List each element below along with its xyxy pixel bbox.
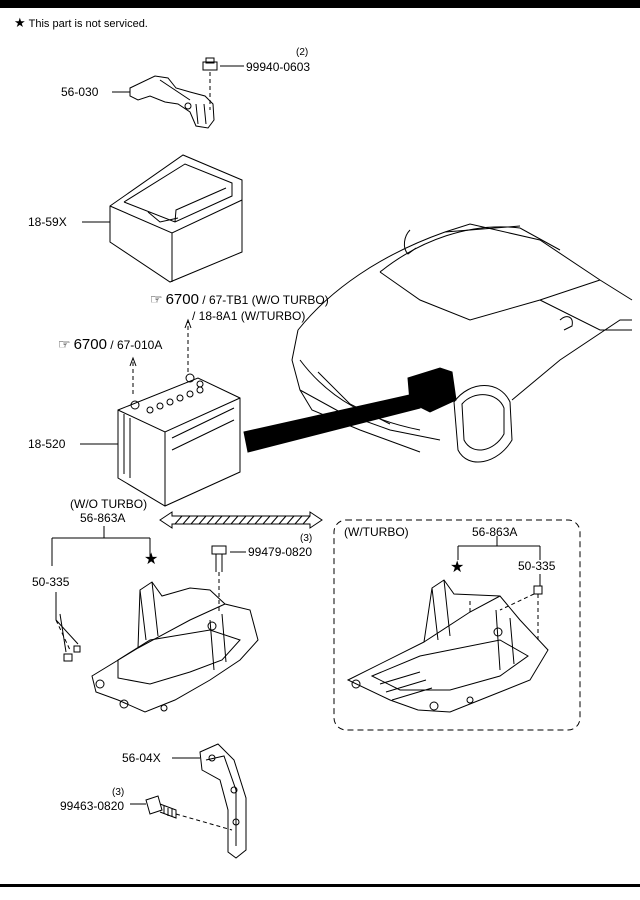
ref2-code: 6700 [73,336,107,353]
ref1-b: / 18-8A1 [192,309,238,323]
star-icon: ★ [14,15,26,30]
label-clip-w: 50-335 [518,559,556,573]
ref1-b-note: (W/TURBO) [240,309,306,323]
legend-note-text: This part is not serviced. [28,18,148,30]
pointing-hand-icon: ☞ [150,291,163,307]
reference-link-1b[interactable]: / 18-8A1 (W/TURBO) [192,310,305,322]
label-bolt-tray-qty: (3) [300,533,313,544]
label-nut: 99940-0603 [246,60,311,74]
battery-cover-drawing [109,154,243,283]
support-bolt-drawing [145,795,233,831]
ref2-a: / 67-010A [110,338,163,352]
label-tray-wo-header: (W/O TURBO) [70,497,148,511]
label-battery-cover: 18-59X [28,215,67,229]
ref1-a: / 67-TB1 [202,293,249,307]
star-icon: ★ [450,559,465,576]
battery-drawing [117,318,241,507]
label-battery: 18-520 [28,437,66,451]
ref1-code: 6700 [165,291,199,308]
transfer-arrow [159,511,323,529]
legend-note: ★This part is not serviced. [14,15,148,31]
label-bolt-support-qty: (3) [112,787,125,798]
ref1-a-note: (W/O TURBO) [251,293,329,307]
bottom-rule [0,884,640,887]
label-nut-qty: (2) [296,47,309,58]
reference-link-1[interactable]: ☞6700 / 67-TB1 (W/O TURBO) [150,292,329,307]
label-support: 56-04X [122,751,161,765]
tray-w-turbo-drawing [346,579,549,713]
reference-link-2[interactable]: ☞6700 / 67-010A [58,337,162,352]
label-bolt-support: 99463-0820 [60,799,125,813]
location-pointer [243,393,421,453]
nut-drawing [202,57,218,110]
w-turbo-box [333,519,581,731]
clip-w-turbo-drawing [533,585,543,595]
support-drawing [199,743,247,859]
top-rule [0,0,640,8]
label-bracket: 56-030 [61,85,99,99]
pointing-hand-icon: ☞ [58,336,71,352]
label-bolt-tray: 99479-0820 [248,545,313,559]
star-icon: ★ [144,551,159,568]
label-tray-w: 56-863A [472,525,518,539]
label-clip-wo: 50-335 [32,575,70,589]
label-tray-wo: 56-863A [80,511,126,525]
tray-wo-turbo-drawing [59,545,259,713]
label-tray-w-header: (W/TURBO) [344,525,409,539]
bracket-56-030-drawing [129,75,215,129]
